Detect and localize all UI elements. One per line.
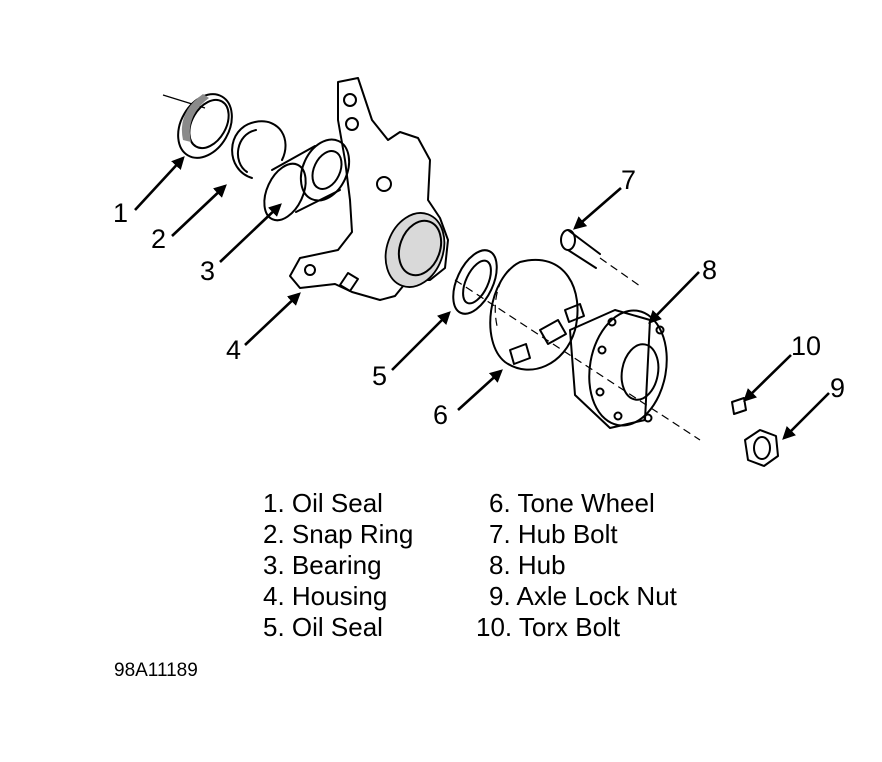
leader-arrow-2 <box>171 184 227 237</box>
hub-bolt-part <box>560 229 641 287</box>
leader-arrow-9 <box>782 392 830 440</box>
callout-6: 6 <box>433 400 448 430</box>
callout-1: 1 <box>113 198 128 228</box>
legend-item-2: 2. Snap Ring <box>263 519 413 549</box>
legend-item-4: 4. Housing <box>263 581 387 611</box>
axle-lock-nut-part <box>744 429 779 467</box>
callout-7: 7 <box>621 165 636 195</box>
legend-item-3: 3. Bearing <box>263 550 382 580</box>
callout-10: 10 <box>791 331 821 361</box>
figure-code: 98A11189 <box>114 660 198 681</box>
legend-item-8: 8. Hub <box>489 550 566 580</box>
housing-part <box>289 77 449 301</box>
oil-seal-5-part <box>452 249 498 315</box>
leader-arrow-3 <box>219 203 282 263</box>
callout-4: 4 <box>226 335 241 365</box>
legend-item-1: 1. Oil Seal <box>263 488 383 518</box>
callout-5: 5 <box>372 361 387 391</box>
callout-8: 8 <box>702 255 717 285</box>
hub-part <box>569 309 668 429</box>
torx-bolt-part <box>731 397 747 415</box>
leader-arrow-4 <box>244 292 301 346</box>
parts-legend: 1. Oil Seal 2. Snap Ring 3. Bearing 4. H… <box>263 488 678 642</box>
tone-wheel-part <box>489 259 585 371</box>
bearing-part <box>263 138 351 222</box>
callout-2: 2 <box>151 224 166 254</box>
callout-9: 9 <box>830 373 845 403</box>
legend-item-10: 10. Torx Bolt <box>476 612 621 642</box>
leader-arrows <box>134 156 830 440</box>
oil-seal-1-part <box>177 93 233 159</box>
callout-3: 3 <box>200 256 215 286</box>
leader-arrow-5 <box>391 311 451 371</box>
legend-item-7: 7. Hub Bolt <box>489 519 618 549</box>
leader-arrow-8 <box>648 271 700 324</box>
legend-item-9: 9. Axle Lock Nut <box>489 581 678 611</box>
legend-item-5: 5. Oil Seal <box>263 612 383 642</box>
leader-arrow-7 <box>573 187 622 230</box>
legend-item-6: 6. Tone Wheel <box>489 488 655 518</box>
leader-arrow-6 <box>457 369 503 411</box>
leader-arrow-10 <box>743 354 792 402</box>
leader-arrow-1 <box>134 156 185 211</box>
snap-ring-part <box>231 120 287 179</box>
